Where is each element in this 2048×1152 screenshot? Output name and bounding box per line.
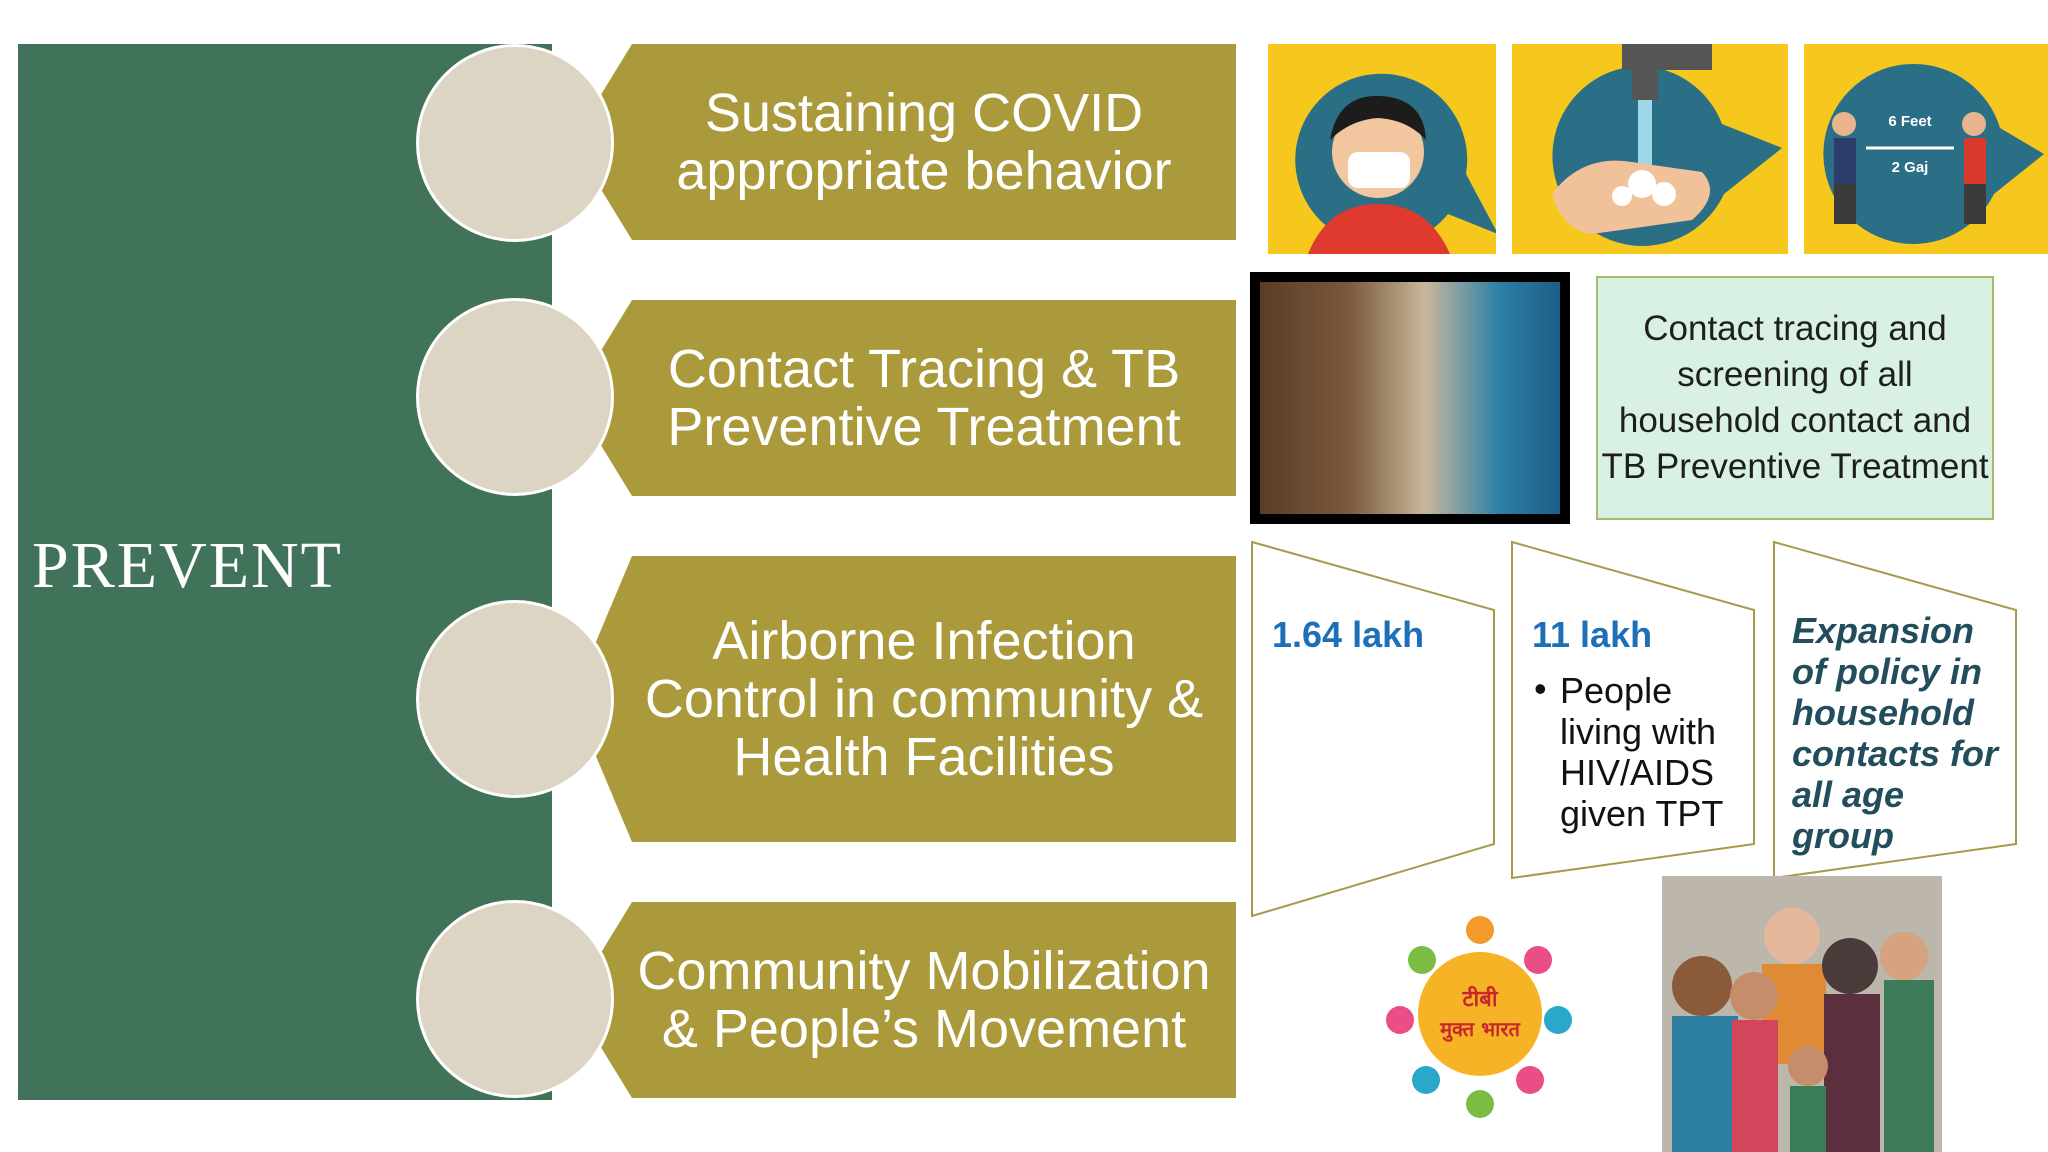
mask-illustration xyxy=(1268,44,1496,254)
contact-tracing-note-text: Contact tracing and screening of all hou… xyxy=(1601,309,1989,486)
stat-shape-1 xyxy=(1251,540,1495,918)
handwash-icon xyxy=(1552,44,1782,246)
stat-value-tpt: 1.64 lakh xyxy=(1272,614,1425,655)
handwash-illustration xyxy=(1512,44,1788,254)
distance-feet-label: 6 Feet xyxy=(1888,113,1931,130)
mask-person-icon xyxy=(1295,73,1496,254)
bullet-circle xyxy=(416,44,614,242)
banner-airborne-control-text: Airborne Infection Control in community … xyxy=(644,611,1204,787)
prevent-label: PREVENT xyxy=(32,529,343,602)
stat-shape-3 xyxy=(1773,540,2017,880)
banner-covid-behavior-text: Sustaining COVID appropriate behavior xyxy=(676,83,1172,201)
banner-covid-behavior: Sustaining COVID appropriate behavior xyxy=(572,44,1236,240)
social-distance-illustration: 6 Feet 2 Gaj xyxy=(1804,44,2048,254)
bullet-circle xyxy=(416,298,614,496)
community-people-illustration xyxy=(1662,876,1942,1152)
bullet-circle xyxy=(416,600,614,798)
distance-gaj-label: 2 Gaj xyxy=(1892,159,1929,176)
bullet-circle xyxy=(416,900,614,1098)
stat-detail-hiv: People living with HIV/AIDS given TPT xyxy=(1560,670,1724,834)
logo-text-line1: टीबी xyxy=(1461,985,1498,1012)
logo-text-line2: मुक्त भारत xyxy=(1439,1017,1521,1042)
expansion-policy-text: Expansion of policy in household contact… xyxy=(1792,610,1999,856)
stat-value-hiv: 11 lakh xyxy=(1532,614,1653,655)
banner-community-mobilization-text: Community Mobilization & People’s Moveme… xyxy=(637,941,1211,1059)
banner-community-mobilization: Community Mobilization & People’s Moveme… xyxy=(572,902,1236,1098)
banner-airborne-control: Airborne Infection Control in community … xyxy=(572,556,1236,842)
banner-contact-tracing-text: Contact Tracing & TB Preventive Treatmen… xyxy=(667,339,1181,457)
bullet-dot: • xyxy=(1534,668,1547,709)
stat-shape-2 xyxy=(1511,540,1755,880)
social-distance-icon: 6 Feet 2 Gaj xyxy=(1823,63,2044,244)
banner-contact-tracing: Contact Tracing & TB Preventive Treatmen… xyxy=(572,300,1236,496)
household-visit-photo xyxy=(1250,272,1570,524)
tb-mukt-bharat-logo: टीबी मुक्त भारत xyxy=(1380,902,1580,1122)
household-visit-photo-image xyxy=(1260,282,1560,514)
contact-tracing-note: Contact tracing and screening of all hou… xyxy=(1596,276,1994,520)
